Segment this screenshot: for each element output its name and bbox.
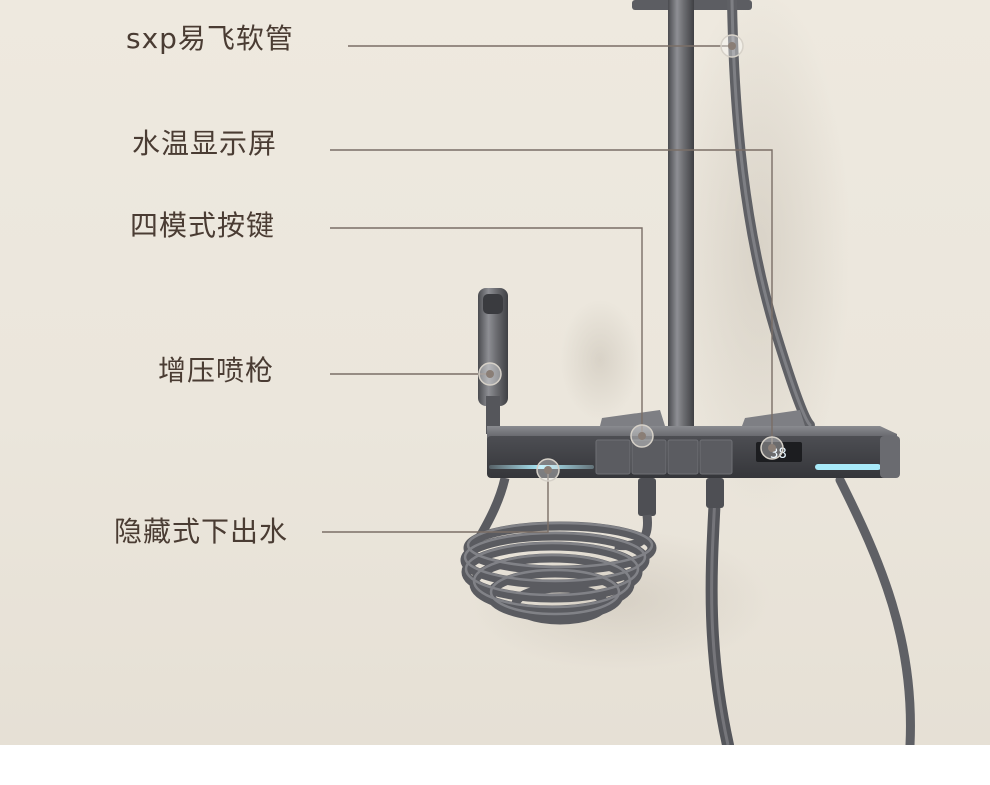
callout-markers [478, 34, 784, 482]
callout-label-hose: sxp易飞软管 [126, 22, 294, 55]
marker-spray-gun [478, 362, 502, 386]
marker-buttons [630, 424, 654, 448]
shower-illustration: 38 [322, 0, 915, 745]
callout-label-display: 水温显示屏 [132, 127, 278, 160]
glow-strip-left [489, 465, 594, 469]
leader-line-display [330, 149, 773, 445]
bottom-whitespace [0, 745, 990, 785]
mode-buttons [595, 439, 733, 475]
mode-button [631, 439, 667, 475]
temperature-display [756, 442, 802, 462]
mode-button [595, 439, 631, 475]
shelf-right [742, 410, 805, 426]
wall-shadow [560, 300, 640, 420]
leader-lines [322, 45, 773, 533]
product-photo: 38 [0, 0, 990, 745]
outlet-nozzle [638, 478, 656, 516]
glow-strip-right [815, 464, 881, 470]
mode-button [667, 439, 699, 475]
mode-button [699, 439, 733, 475]
riser-pipe [668, 0, 694, 435]
callout-label-buttons: 四模式按键 [130, 209, 276, 242]
marker-display [760, 436, 784, 460]
callout-label-outlet: 隐藏式下出水 [114, 515, 289, 548]
leader-line-outlet [322, 470, 549, 533]
callout-label-spray-gun: 增压喷枪 [158, 354, 275, 387]
marker-hose [720, 34, 744, 58]
shelf-left [600, 410, 665, 426]
marker-outlet [536, 458, 560, 482]
leader-line-buttons [330, 227, 643, 436]
panel-end-cap [880, 436, 900, 478]
outlet-nozzle [706, 478, 724, 508]
spray-gun [478, 288, 508, 434]
lower-hose-right [835, 475, 915, 745]
